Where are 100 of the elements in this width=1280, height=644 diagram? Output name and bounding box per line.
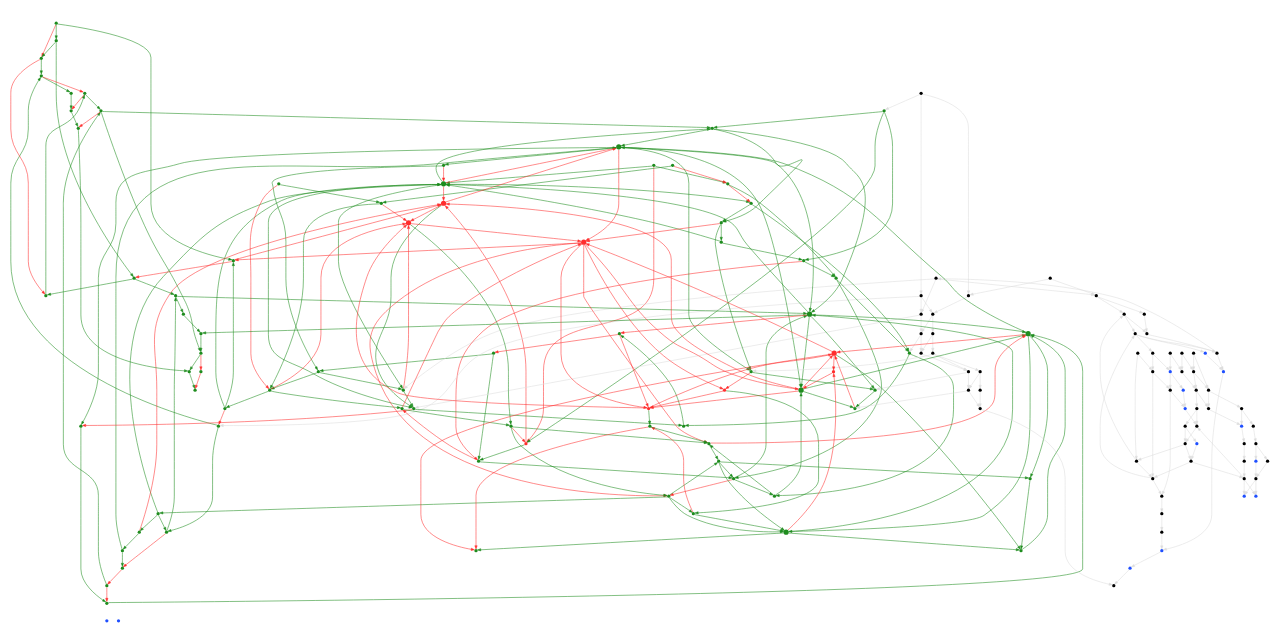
node-circle	[54, 21, 58, 25]
node-circle	[1133, 332, 1137, 336]
node-circle	[772, 494, 777, 498]
arrow	[1193, 373, 1197, 389]
node-circle	[199, 332, 203, 336]
arrow	[669, 497, 693, 513]
node-circle	[966, 370, 971, 374]
arrow	[655, 166, 727, 184]
arrow	[1114, 569, 1130, 585]
arrow	[978, 373, 982, 389]
node-circle	[1240, 407, 1244, 411]
arrow	[1170, 354, 1182, 371]
arrow	[1138, 354, 1153, 371]
arrow	[921, 315, 933, 333]
node-circle	[1192, 370, 1196, 374]
arrow	[1192, 461, 1244, 479]
node-circle	[1048, 276, 1052, 280]
node-circle	[1160, 512, 1164, 516]
node-circle	[39, 74, 43, 78]
arrow	[720, 461, 1029, 480]
arrow	[1168, 354, 1172, 371]
node-circle	[116, 619, 121, 623]
arrow	[585, 243, 833, 352]
node-circle	[491, 351, 496, 355]
node-circle	[783, 529, 789, 535]
arrow	[1153, 480, 1162, 495]
arrow	[1241, 409, 1253, 425]
arrow	[1241, 427, 1245, 443]
node-circle	[931, 312, 935, 316]
node-circle	[919, 294, 923, 298]
arrow	[713, 128, 866, 313]
node-circle	[978, 407, 982, 411]
arrow	[1160, 533, 1164, 550]
arrow	[1254, 480, 1258, 495]
arrow	[788, 532, 1020, 552]
arrow	[189, 373, 196, 389]
arrow	[919, 315, 923, 333]
arrow	[734, 479, 774, 496]
arrow	[1163, 373, 1224, 551]
arrow	[41, 41, 56, 58]
arrow	[71, 94, 85, 110]
arrow	[775, 354, 954, 497]
arrow	[158, 515, 167, 531]
arrow	[1206, 354, 1223, 371]
node-circle	[1181, 388, 1185, 392]
node-circle	[798, 387, 804, 393]
node-circle	[441, 163, 446, 167]
arrow	[121, 552, 124, 567]
arrow	[105, 587, 109, 602]
node-circle	[524, 442, 528, 446]
arrow	[85, 94, 101, 110]
arrow	[78, 111, 101, 128]
arrow	[41, 24, 56, 57]
arrow	[1099, 315, 1137, 460]
arrow	[279, 184, 380, 204]
arrow	[1097, 296, 1144, 314]
arrow	[1162, 391, 1171, 495]
arrow	[69, 94, 73, 110]
arrow	[876, 372, 968, 391]
node-circle	[978, 388, 982, 392]
node-circle	[1151, 477, 1155, 481]
arrow	[107, 569, 122, 585]
arrow	[135, 261, 233, 279]
arrow	[166, 297, 177, 531]
node-circle	[509, 424, 513, 428]
node-circle	[1265, 459, 1270, 463]
arrow	[202, 314, 808, 335]
node-circle	[76, 126, 80, 130]
arrow	[47, 278, 133, 296]
arrow	[1131, 551, 1161, 568]
node-circle	[54, 39, 58, 43]
arrow	[648, 410, 651, 425]
arrow	[919, 335, 923, 352]
arrow	[42, 76, 71, 93]
node-circle	[1183, 424, 1187, 428]
node-circle	[717, 459, 721, 463]
arrow	[225, 262, 235, 408]
node-circle	[401, 388, 405, 392]
arrow	[1217, 354, 1224, 371]
node-circle	[646, 407, 651, 411]
node-circle	[831, 370, 836, 374]
arrow	[1097, 296, 1124, 314]
arrow	[1195, 410, 1199, 425]
node-circle	[802, 259, 806, 263]
arrow	[410, 223, 582, 243]
node-circle	[79, 424, 83, 428]
node-circle	[1242, 477, 1246, 481]
arrow	[855, 391, 875, 408]
node-circle	[691, 512, 695, 516]
node-circle	[873, 388, 877, 392]
arrow	[1256, 462, 1268, 478]
node-circle	[853, 407, 857, 411]
arrow	[1193, 354, 1209, 389]
node-circle	[199, 351, 203, 355]
arrow	[1253, 427, 1257, 443]
node-circle	[105, 601, 109, 605]
node-circle	[919, 91, 923, 95]
node-circle	[69, 109, 73, 113]
node-circle	[617, 332, 621, 336]
node-circle	[1189, 459, 1193, 463]
